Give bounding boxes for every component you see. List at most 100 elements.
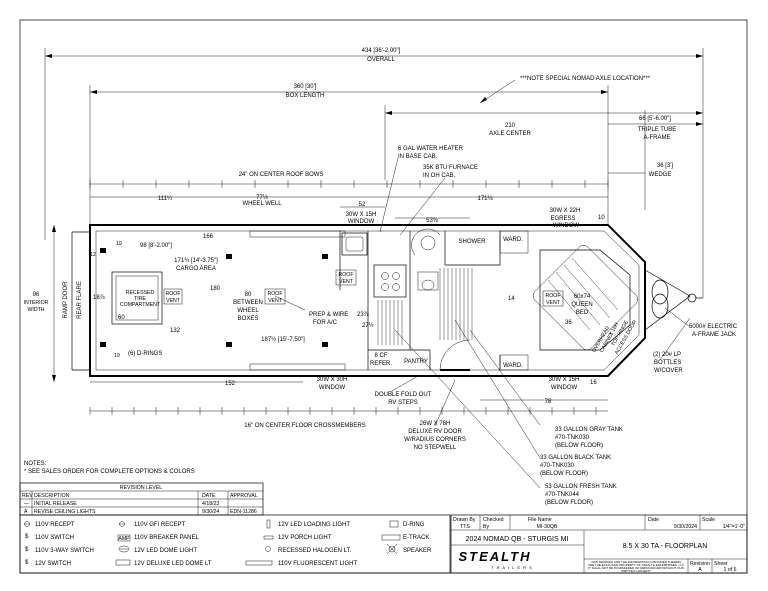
dim-triple-tube: 66 [5'-6.00"] <box>639 116 671 122</box>
dim-overall-label: OVERALL <box>367 57 395 63</box>
revision-row1-date: 4/18/23 <box>202 501 219 507</box>
trailer-body <box>71 224 703 377</box>
dim-interior-width-label2: WIDTH <box>28 307 45 313</box>
water-heater-line1: 6 GAL WATER HEATER <box>398 146 464 152</box>
dim-132: 132 <box>170 328 181 334</box>
bed-line1: 60x74 <box>574 294 591 300</box>
dim-axle-center-label: AXLE CENTER <box>489 131 531 137</box>
ramp-door-label: RAMP DOOR <box>63 281 69 319</box>
legend-loading-light: 12V LED LOADING LIGHT <box>278 522 350 528</box>
dim-10: 10 <box>598 215 605 221</box>
legend-led-dome: 12V LED DOME LIGHT <box>134 548 197 554</box>
dimension-labels: 434 [36'-2.00"] OVERALL 360 [30'] BOX LE… <box>24 48 677 405</box>
axle-note: ***NOTE SPECIAL NOMAD AXLE LOCATION*** <box>520 76 651 82</box>
gray-tank-line2: #70-TNK030 <box>555 435 590 441</box>
dim-wedge-label: WEDGE <box>649 172 672 178</box>
notes-line1: * SEE SALES ORDER FOR COMPLETE OPTIONS &… <box>24 469 195 475</box>
dim-36: 36 <box>565 320 572 326</box>
sheet-value: 1 of 6 <box>724 567 737 573</box>
led-dome-light-symbol-icon <box>118 545 130 553</box>
legend-d-ring: D-RING <box>403 522 425 528</box>
d-ring-symbols <box>100 248 328 347</box>
top-notes: ***NOTE SPECIAL NOMAD AXLE LOCATION*** 6… <box>239 76 651 229</box>
dim-triple-tube-label2: A-FRAME <box>644 135 671 141</box>
door-line4: NO STEPWELL <box>414 445 457 451</box>
proprietary-line3: IT SHALL NOT BE TRANSFERED OR REPRODUCED… <box>588 566 685 570</box>
refer-line2: REFER. <box>370 361 392 367</box>
dim-80-label2: WHEEL <box>237 308 259 314</box>
revision-header-rev: REV <box>22 493 33 499</box>
legend-breaker-panel: 110V BREAKER PANEL <box>134 535 199 541</box>
file-name-value: MI-30QB <box>537 524 558 530</box>
dim-interior-width: 96 <box>33 292 40 298</box>
drawn-by-value: TTS <box>460 524 470 530</box>
dim-78: 78 <box>545 399 552 405</box>
dim-171: 171⅛ <box>477 196 493 202</box>
fresh-tank-line3: (BELOW FLOOR) <box>545 500 593 506</box>
legend-110v-3way-switch: 110V 3-WAY SWITCH <box>35 548 94 554</box>
dim-interior-width-label1: INTERIOR <box>24 300 49 306</box>
roof-vent-2-line1: ROOF <box>268 291 283 297</box>
steps-line1: DOUBLE FOLD OUT <box>375 392 432 398</box>
steps-line2: RV STEPS <box>388 400 418 406</box>
egress-line2: EGRESS <box>550 216 575 222</box>
dim-52: 52 <box>359 202 366 208</box>
door-line3: W/RADIUS CORNERS <box>404 437 466 443</box>
roof-vent-3-line2: VENT <box>339 279 354 285</box>
fresh-tank-line1: 53 GALLON FRESH TANK <box>545 484 617 490</box>
legend-gfi-recept: 110V GFI RECEPT <box>134 522 186 528</box>
checked-by-label-line2: By <box>483 524 489 530</box>
tank-hatching <box>377 257 619 345</box>
dim-wedge: 36 [3'] <box>657 163 673 169</box>
dim-111: 111¼ <box>158 196 173 202</box>
porch-light-symbol-icon <box>263 535 274 540</box>
legend-110v-recept: 110V RECEPT <box>35 522 75 528</box>
tire-compartment-line3: COMPARTMENT <box>120 302 161 308</box>
window-bottom-left-line1: 30W X 30H <box>317 377 348 383</box>
symbol-legend: $ $ $ 110V RECEPT 110V SWITCH 110V 3-WAY… <box>19 514 451 574</box>
roof-vent-2-line2: VENT <box>268 298 283 304</box>
dim-19b: 19 <box>114 353 120 359</box>
legend-deluxe-dome: 12V DELUXE LED DOME LT <box>134 561 212 567</box>
three-way-switch-symbol-icon: $ <box>25 547 29 553</box>
roof-vent-4-line2: VENT <box>546 300 561 306</box>
dim-12: 12 <box>90 252 96 258</box>
dim-27: 27½ <box>362 322 374 329</box>
legend-halogen: RECESSED HALOGEN LT. <box>278 548 352 554</box>
dim-152: 152 <box>225 381 236 387</box>
svg-text:$: $ <box>25 534 29 540</box>
dim-23: 23⅞ <box>357 312 370 318</box>
dim-180: 180 <box>210 286 221 292</box>
pantry-label: PANTRY <box>404 359 428 365</box>
door-line1: 26W X 78H <box>420 421 451 427</box>
wardrobe-top-label: WARD. <box>503 237 523 243</box>
dim-16: 16 <box>590 380 597 386</box>
loading-light-symbol-icon <box>266 519 271 529</box>
speaker-icon <box>386 543 398 555</box>
window-bottom-left-line2: WINDOW <box>319 385 346 391</box>
date-label: Date <box>648 517 659 523</box>
dim-187: 187½ [15'-7.50"] <box>261 336 305 343</box>
gfi-receptacle-symbol-icon <box>119 521 125 527</box>
receptacle-symbol-icon <box>24 521 30 527</box>
crossmembers-note: 16" ON CENTER FLOOR CROSSMEMBERS <box>244 423 365 429</box>
window-top-left-line2: WINDOW <box>348 219 375 225</box>
dim-wheel-well-label: WHEEL WELL <box>242 201 282 207</box>
twelve-volt-switch-symbol-icon: $ <box>25 560 29 566</box>
legend-porch-light: 12V PORCH LIGHT <box>278 535 332 541</box>
jack-line1: 5000# ELECTRIC <box>689 324 738 330</box>
prep-ac-line2: FOR A/C <box>313 320 338 326</box>
dim-axle-center: 210 <box>505 123 516 129</box>
bottom-notes: 30W X 30H WINDOW 30W X 15H WINDOW DOUBLE… <box>244 377 623 506</box>
fresh-tank-line2: #70-TNK044 <box>545 492 580 498</box>
water-heater-line2: IN BASE CAB. <box>398 154 438 160</box>
dim-triple-tube-label1: TRIPLE TUBE <box>638 127 677 133</box>
general-notes: NOTES: * SEE SALES ORDER FOR COMPLETE OP… <box>24 461 195 475</box>
dim-19a: 19 <box>116 241 122 247</box>
dim-53: 53⅝ <box>426 218 439 224</box>
leader-lines <box>274 157 691 489</box>
revision-row2-rev: A <box>24 509 28 515</box>
egress-line1: 30W X 22H <box>550 208 581 214</box>
deluxe-dome-light-symbol-icon <box>115 559 131 566</box>
